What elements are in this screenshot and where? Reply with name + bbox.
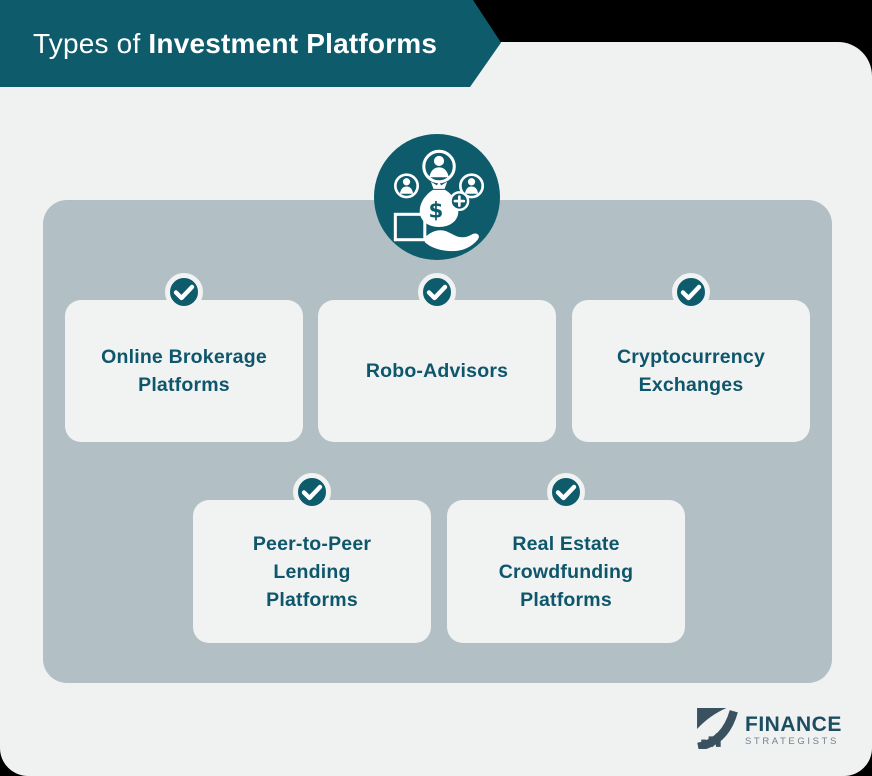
checkmark-icon	[672, 273, 710, 311]
title-banner: Types of Investment Platforms	[0, 0, 501, 87]
card-label: Cryptocurrency Exchanges	[616, 346, 765, 396]
checkmark-icon	[165, 273, 203, 311]
page-title-prefix: Types of	[33, 27, 149, 59]
card-label: Peer-to-Peer Lending Platforms	[252, 532, 372, 611]
card-peer-to-peer-lending-platforms: Peer-to-Peer Lending Platforms	[193, 473, 431, 643]
logo-text: FINANCE STRATEGISTS	[745, 712, 842, 748]
checkmark-icon	[293, 473, 331, 511]
card-online-brokerage-platforms: Online Brokerage Platforms	[65, 273, 303, 442]
logo-primary-text: FINANCE	[745, 712, 842, 736]
checkmark-badge	[672, 273, 710, 311]
card-cryptocurrency-exchanges: Cryptocurrency Exchanges	[572, 273, 810, 442]
checkmark-icon	[418, 273, 456, 311]
card-label: Online Brokerage Platforms	[101, 346, 267, 396]
checkmark-badge	[165, 273, 203, 311]
card-label: Real Estate Crowdfunding Platforms	[498, 532, 634, 611]
checkmark-badge	[547, 473, 585, 511]
card-real-estate-crowdfunding-platforms: Real Estate Crowdfunding Platforms	[447, 473, 685, 643]
checkmark-badge	[418, 273, 456, 311]
checkmark-icon	[547, 473, 585, 511]
finance-strategists-logo: FINANCE STRATEGISTS	[696, 707, 842, 754]
svg-text:$: $	[429, 198, 444, 223]
page-title: Types of Investment Platforms	[33, 28, 437, 60]
card-label: Robo-Advisors	[365, 360, 509, 382]
checkmark-badge	[293, 473, 331, 511]
card-robo-advisors: Robo-Advisors	[318, 273, 556, 442]
finance-strategists-bridge-icon	[696, 707, 738, 754]
investors-hand-money-bag-icon: $	[374, 132, 500, 263]
logo-secondary-text: STRATEGISTS	[745, 735, 839, 747]
hub-circle: $	[374, 134, 500, 260]
page-title-emphasis: Investment Platforms	[148, 27, 438, 59]
